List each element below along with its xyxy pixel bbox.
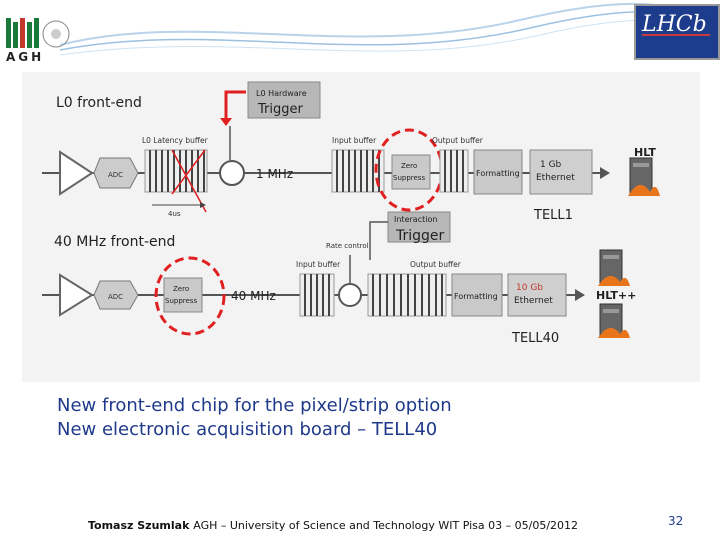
- top-switch-circle: [219, 160, 245, 186]
- page-number: 32: [668, 514, 684, 528]
- top-zero-suppress-box: [391, 154, 431, 190]
- eth1-box: [529, 149, 593, 195]
- bottom-adc-text: ADC: [108, 293, 123, 301]
- top-zero-line2: Suppress: [393, 174, 425, 182]
- bottom-adc-block: [93, 280, 139, 310]
- top-adc-text: ADC: [108, 171, 123, 179]
- lhcb-logo-mirror: [642, 34, 710, 36]
- interaction-connector: [369, 221, 388, 260]
- hlt-label: HLT: [634, 146, 656, 159]
- rate-1mhz-label: 1 MHz: [256, 167, 293, 181]
- l0-hardware-line1: L0 Hardware: [256, 89, 307, 98]
- bottom-zero-line1: Zero: [173, 285, 189, 293]
- rate-40mhz-label: 40 MHz: [231, 289, 276, 303]
- bottom-amplifier-icon: [59, 273, 94, 317]
- agh-logo: AGH: [4, 8, 74, 66]
- footer-author: Tomasz Szumlak: [88, 519, 194, 532]
- red-diagonal-right: [171, 149, 206, 195]
- bottom-formatting-box: [451, 273, 503, 317]
- frontend-40mhz-label: 40 MHz front-end: [54, 234, 176, 250]
- agh-logo-text: AGH: [6, 50, 45, 64]
- bottom-input-buffer-label: Input buffer: [296, 260, 341, 269]
- top-input-buffer-label: Input buffer: [332, 136, 377, 145]
- bottom-switch-circle: [338, 283, 362, 307]
- tell40-label: TELL40: [511, 331, 559, 346]
- top-output-buffer: [439, 149, 469, 193]
- bottom-zero-suppress-box: [163, 277, 203, 313]
- top-amplifier-icon: [59, 150, 94, 196]
- bottom-output-buffer-label: Output buffer: [410, 260, 462, 269]
- bullet-1: New front-end chip for the pixel/strip o…: [57, 395, 452, 416]
- time-arrow-head: [200, 202, 206, 208]
- eth1-line1: 1 Gb: [540, 160, 562, 170]
- eth10-line1: 10 Gb: [516, 283, 543, 293]
- diagram-panel: [22, 72, 700, 382]
- time-label: 4us: [168, 210, 181, 218]
- interaction-trigger-box: [387, 211, 451, 243]
- footer-text: AGH – University of Science and Technolo…: [193, 519, 579, 532]
- rate-control-label: Rate control: [326, 242, 369, 250]
- bottom-formatting-text: Formatting: [454, 292, 498, 301]
- footer: Tomasz Szumlak AGH – University of Scien…: [88, 514, 688, 532]
- bottom-zero-line2: Suppress: [165, 297, 197, 305]
- hlt-server-icon: [628, 157, 660, 196]
- tell1-label: TELL1: [533, 208, 573, 223]
- lhcb-logo-text: LHCb: [642, 12, 707, 37]
- l0-hardware-trigger-box: [247, 81, 321, 119]
- top-arrow-head: [600, 167, 610, 179]
- interaction-line2: Trigger: [395, 228, 445, 244]
- bottom-output-buffer: [367, 273, 447, 317]
- eth10-box: [507, 273, 567, 317]
- l0-red-connector: [224, 90, 246, 120]
- l0-latency-label: L0 Latency buffer: [142, 136, 209, 145]
- interaction-line1: Interaction: [394, 215, 437, 224]
- top-adc-block: [93, 157, 139, 189]
- eth1-line2: Ethernet: [536, 173, 575, 183]
- hltpp-label: HLT++: [596, 289, 636, 302]
- top-formatting-box: [473, 149, 523, 195]
- l0-frontend-label: L0 front-end: [56, 95, 142, 111]
- red-diagonal-left: [171, 149, 207, 213]
- bullet-2: New electronic acquisition board – TELL4…: [57, 419, 438, 440]
- bottom-red-dashed-ellipse: [154, 256, 226, 336]
- hltpp-server-icon-top: [598, 249, 630, 286]
- eth10-line2: Ethernet: [514, 296, 553, 306]
- l0-hardware-line2: Trigger: [257, 102, 303, 117]
- l0-red-arrow-head: [220, 118, 232, 126]
- top-formatting-text: Formatting: [476, 169, 520, 178]
- bottom-input-buffer: [299, 273, 335, 317]
- top-output-buffer-label: Output buffer: [432, 136, 484, 145]
- hltpp-server-icon-bottom: [598, 303, 630, 338]
- bottom-arrow-head: [575, 289, 585, 301]
- lhcb-logo: LHCb: [634, 4, 720, 60]
- top-zero-line1: Zero: [401, 162, 417, 170]
